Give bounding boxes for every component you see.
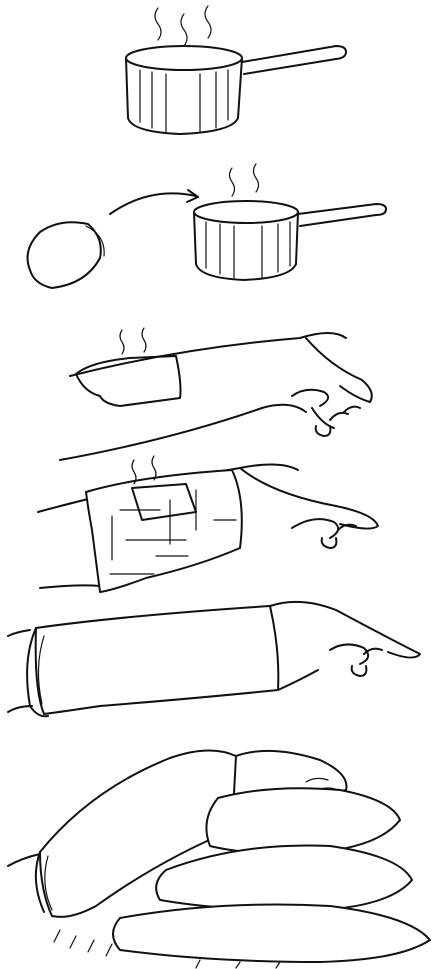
towel-icon [27,606,278,716]
steam-icon [155,6,211,46]
panel-plastic-wrap-on-arm [38,456,378,592]
forearm-upper-line [70,333,346,376]
plastic-wrap-icon [86,470,242,592]
pillow-icon [113,788,430,962]
forearm-lower-line [40,585,100,588]
hand-icon [270,602,420,690]
sleeve-line [8,706,32,712]
sleeve-line [8,854,40,866]
hand-icon [292,338,372,436]
hand-icon [240,468,378,548]
steam-icon [120,328,146,354]
saucepan-icon [194,201,386,280]
panel-cloth-into-pot [28,164,386,288]
forearm-lower-line [60,405,306,460]
panel-arm-resting-on-pillows [8,750,430,968]
panel-compress-on-arm [60,328,372,460]
panel-pot-of-water [126,6,346,134]
cloth-icon [28,222,105,288]
steam-icon [230,164,259,196]
saucepan-icon [126,46,346,134]
forearm-upper-line [8,630,30,636]
panel-towel-wrap-on-arm [8,602,420,716]
arrow-icon [110,193,196,214]
